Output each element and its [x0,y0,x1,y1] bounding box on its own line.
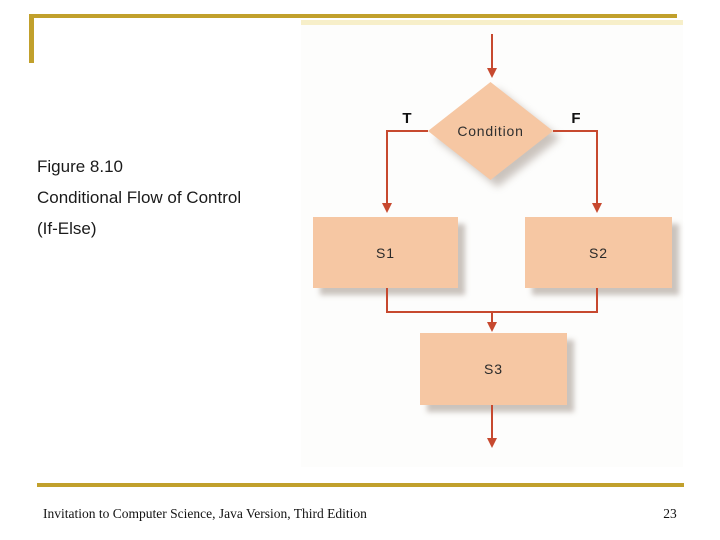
footer-book-title: Invitation to Computer Science, Java Ver… [43,506,367,521]
slide-title: Figure 8.10 Conditional Flow of Control … [37,151,317,244]
false-branch-arrowhead-icon [592,203,602,213]
true-branch-line-vertical [386,130,388,203]
true-branch-label: T [402,110,412,127]
false-branch-line-horizontal [553,130,598,132]
exit-flow-line [491,405,493,439]
s1-exit-line [386,288,388,313]
false-branch-label: F [571,110,581,127]
true-branch-line-horizontal [386,130,428,132]
statement-box-s1: S1 [313,217,458,288]
statement-box-s3-label: S3 [483,361,504,377]
true-branch-arrowhead-icon [382,203,392,213]
condition-label: Condition [457,123,524,139]
merge-arrowhead-icon [487,322,497,332]
exit-arrowhead-icon [487,438,497,448]
title-line-figure-number: Figure 8.10 [37,157,123,176]
statement-box-s2-label: S2 [588,244,609,261]
false-branch-line-vertical [596,130,598,203]
page-number: 23 [663,506,677,521]
merge-drop-line [491,311,493,323]
statement-box-s1-label: S1 [375,244,396,261]
corner-gold-rule [29,14,34,63]
statement-box-s3: S3 [420,333,567,405]
entry-arrowhead-icon [487,68,497,78]
entry-flow-line [491,34,493,69]
statement-box-s2: S2 [525,217,672,288]
s2-exit-line [596,288,598,313]
title-line-subcaption: (If-Else) [37,219,97,238]
top-gold-rule [30,14,677,18]
bottom-gold-rule [37,483,684,487]
title-line-caption: Conditional Flow of Control [37,188,242,207]
